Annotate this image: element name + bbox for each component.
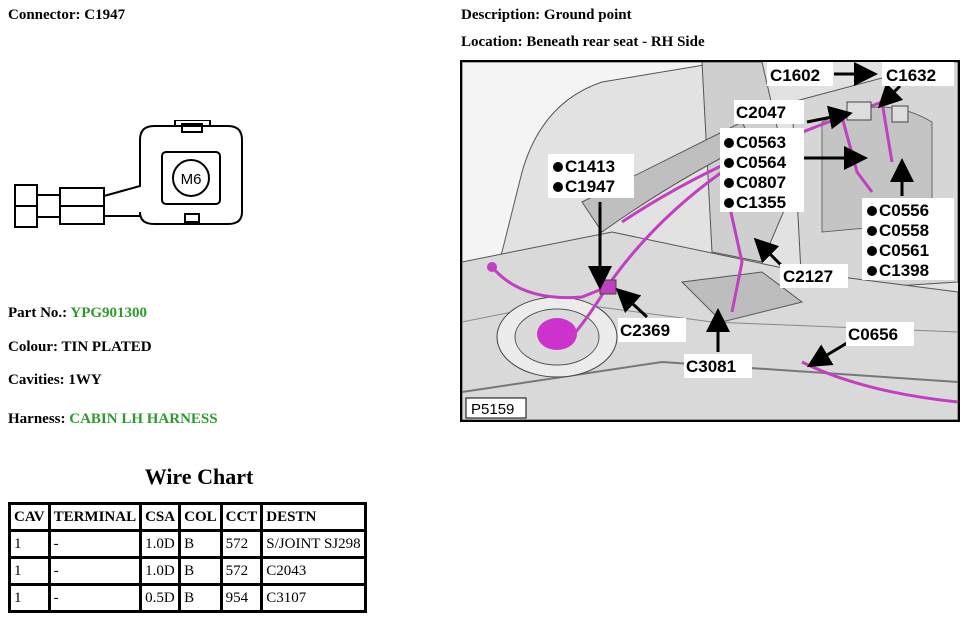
colour-row: Colour: TIN PLATED bbox=[8, 339, 152, 356]
cell-csa: 1.0D bbox=[139, 529, 182, 559]
cell-terminal: - bbox=[47, 556, 143, 586]
header-cct: CCT bbox=[219, 502, 264, 532]
wire-chart-title: Wire Chart bbox=[144, 464, 254, 489]
part-no-value[interactable]: YPG901300 bbox=[70, 305, 148, 321]
callout-c1398[interactable]: C1398 bbox=[879, 261, 929, 280]
cell-terminal: - bbox=[47, 583, 143, 613]
callout-c0656[interactable]: C0656 bbox=[848, 325, 898, 344]
location-value: Beneath rear seat - RH Side bbox=[526, 34, 705, 50]
callout-c0561[interactable]: C0561 bbox=[879, 241, 929, 260]
wire-chart-table: CAV TERMINAL CSA COL CCT DESTN 1 - 1.0D … bbox=[8, 502, 367, 613]
cell-col: B bbox=[178, 583, 223, 613]
cell-csa: 1.0D bbox=[139, 556, 182, 586]
cavities-label: Cavities: bbox=[8, 372, 65, 388]
harness-row: Harness: CABIN LH HARNESS bbox=[8, 411, 218, 428]
callout-c1632[interactable]: C1632 bbox=[886, 66, 936, 85]
description-heading: Description: Ground point bbox=[461, 7, 632, 24]
header-csa: CSA bbox=[139, 502, 182, 532]
callout-c2369[interactable]: C2369 bbox=[620, 321, 670, 340]
callout-c0558[interactable]: C0558 bbox=[879, 221, 929, 240]
connector-drawing: M6 bbox=[14, 120, 243, 228]
cell-destn: C2043 bbox=[260, 556, 367, 586]
connector-value: C1947 bbox=[84, 7, 126, 23]
description-value: Ground point bbox=[543, 7, 632, 23]
cavities-row: Cavities: 1WY bbox=[8, 372, 102, 389]
callout-c0807[interactable]: C0807 bbox=[736, 173, 786, 192]
header-col: COL bbox=[178, 502, 223, 532]
callout-c2047[interactable]: C2047 bbox=[736, 103, 786, 122]
callout-c3081[interactable]: C3081 bbox=[686, 357, 736, 376]
photo-reference: P5159 bbox=[471, 401, 514, 418]
cell-destn: C3107 bbox=[260, 583, 367, 613]
callout-c1355[interactable]: C1355 bbox=[736, 193, 786, 212]
table-header-row: CAV TERMINAL CSA COL CCT DESTN bbox=[8, 502, 367, 532]
header-terminal: TERMINAL bbox=[47, 502, 143, 532]
table-row: 1 - 0.5D B 954 C3107 bbox=[8, 583, 367, 613]
cell-cav: 1 bbox=[8, 556, 51, 586]
header-destn: DESTN bbox=[260, 502, 367, 532]
callout-c0556[interactable]: C0556 bbox=[879, 201, 929, 220]
harness-label: Harness: bbox=[8, 411, 66, 427]
cell-cav: 1 bbox=[8, 583, 51, 613]
vehicle-floor-drawing: C1602 C1632 C2047 C0563 C0564 C0807 C135… bbox=[462, 62, 958, 420]
cell-destn: S/JOINT SJ298 bbox=[260, 529, 367, 559]
cavities-value: 1WY bbox=[68, 372, 102, 388]
connector-label: Connector: bbox=[8, 7, 81, 23]
cell-terminal: - bbox=[47, 529, 143, 559]
cell-cct: 954 bbox=[219, 583, 264, 613]
stud-label: M6 bbox=[181, 171, 202, 188]
callout-labels: C1602 C1632 C2047 C0563 C0564 C0807 C135… bbox=[465, 62, 954, 419]
table-row: 1 - 1.0D B 572 C2043 bbox=[8, 556, 367, 586]
callout-c0564[interactable]: C0564 bbox=[736, 153, 787, 172]
cell-csa: 0.5D bbox=[139, 583, 182, 613]
callout-c2127[interactable]: C2127 bbox=[783, 267, 833, 286]
cell-cav: 1 bbox=[8, 529, 51, 559]
description-label: Description: bbox=[461, 7, 541, 23]
callout-c1413[interactable]: C1413 bbox=[565, 157, 615, 176]
callout-c1602[interactable]: C1602 bbox=[770, 66, 820, 85]
colour-value: TIN PLATED bbox=[61, 339, 152, 355]
part-no-row: Part No.: YPG901300 bbox=[8, 305, 147, 322]
location-label: Location: bbox=[461, 34, 523, 50]
cell-cct: 572 bbox=[219, 556, 264, 586]
cell-col: B bbox=[178, 556, 223, 586]
cell-cct: 572 bbox=[219, 529, 264, 559]
harness-value[interactable]: CABIN LH HARNESS bbox=[69, 411, 218, 427]
callout-c1947[interactable]: C1947 bbox=[565, 177, 615, 196]
cell-col: B bbox=[178, 529, 223, 559]
location-heading: Location: Beneath rear seat - RH Side bbox=[461, 34, 705, 51]
part-no-label: Part No.: bbox=[8, 305, 68, 321]
location-illustration: C1602 C1632 C2047 C0563 C0564 C0807 C135… bbox=[460, 60, 960, 422]
table-row: 1 - 1.0D B 572 S/JOINT SJ298 bbox=[8, 529, 367, 559]
connector-heading: Connector: C1947 bbox=[8, 7, 125, 24]
header-cav: CAV bbox=[8, 502, 51, 532]
colour-label: Colour: bbox=[8, 339, 58, 355]
callout-c0563[interactable]: C0563 bbox=[736, 133, 786, 152]
